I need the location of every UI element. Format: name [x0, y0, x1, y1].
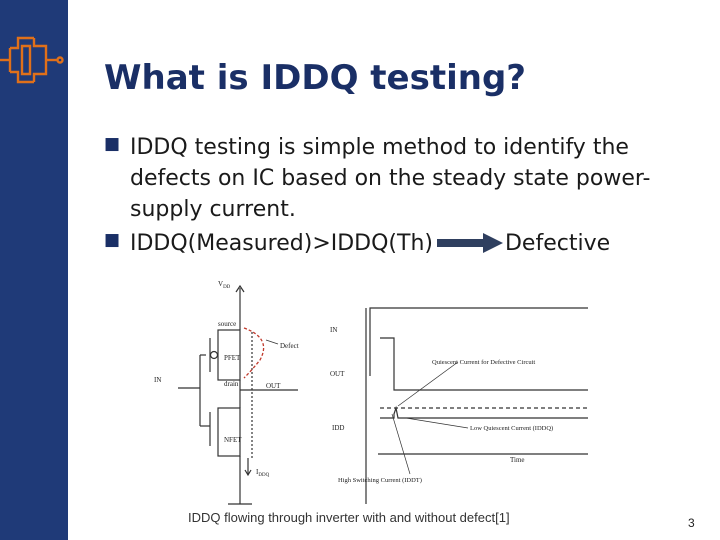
circuit-logo-icon: [0, 36, 64, 84]
vdd-label: VDD: [218, 280, 231, 290]
bullet-item-1: ■ IDDQ testing is simple method to ident…: [104, 132, 684, 226]
bullet-text-2-left: IDDQ(Measured)>IDDQ(Th): [130, 230, 433, 256]
iddq-inverter-figure: VDD source Defect PFET drain IN OUT NFET…: [154, 280, 588, 505]
sidebar-band: [0, 0, 68, 540]
right-arrow-icon: [436, 233, 503, 254]
high-switching-label: High Switching Current (IDDT): [338, 477, 422, 484]
out-left-label: OUT: [266, 382, 281, 390]
source-label: source: [218, 320, 236, 328]
bullet-square-icon: ■: [104, 229, 121, 250]
drain-label: drain: [224, 380, 239, 388]
out-right-label: OUT: [330, 370, 345, 378]
pfet-label: PFET: [224, 354, 241, 362]
defect-label: Defect: [280, 342, 299, 350]
bullet-item-2: ■ IDDQ(Measured)>IDDQ(Th) Defective: [104, 228, 684, 259]
page-number: 3: [688, 516, 695, 530]
in-left-label: IN: [154, 376, 161, 384]
figure-caption: IDDQ flowing through inverter with and w…: [188, 510, 510, 525]
idd-label: IDD: [332, 424, 344, 432]
nfet-label: NFET: [224, 436, 242, 444]
time-label: Time: [510, 456, 525, 464]
slide-title: What is IDDQ testing?: [104, 58, 527, 98]
bullet-text-2-right: Defective: [504, 230, 611, 256]
bullet-text-1: IDDQ testing is simple method to identif…: [130, 135, 651, 223]
low-quiescent-label: Low Quiescent Current (IDDQ): [470, 425, 553, 432]
iddq-label: IDDQ: [256, 468, 270, 478]
quiescent-defective-label: Quiescent Current for Defective Circuit: [432, 359, 535, 366]
in-right-label: IN: [330, 326, 337, 334]
bullet-list: ■ IDDQ testing is simple method to ident…: [104, 132, 684, 261]
bullet-square-icon: ■: [104, 134, 121, 154]
